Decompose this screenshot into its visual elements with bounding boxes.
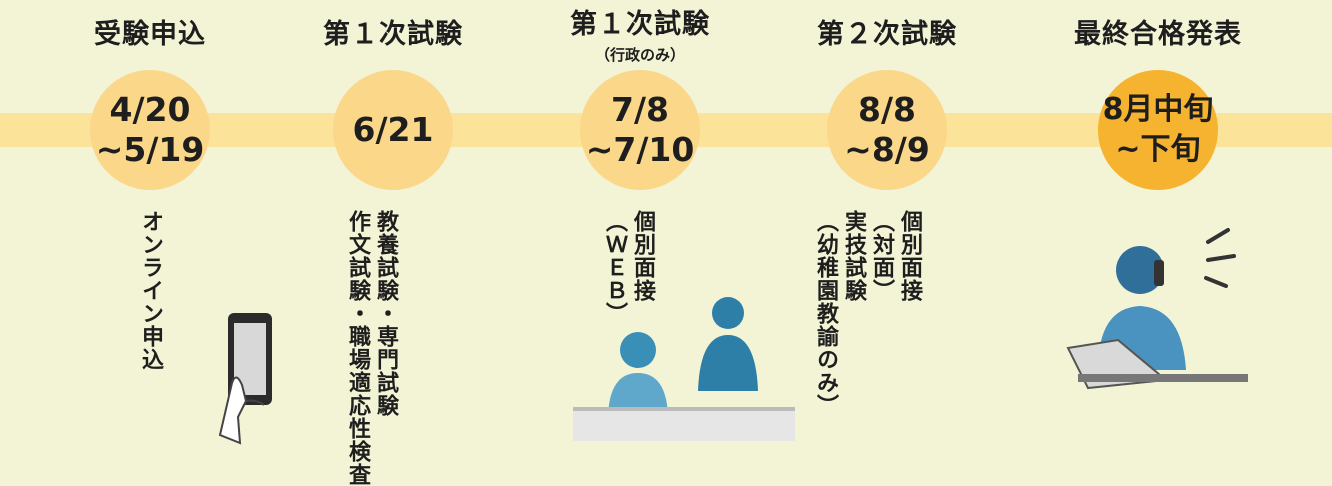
stage-first-exam-admin: 第１次試験 （行政のみ） 7/8 ~7/10 個別面接 （ＷＥＢ） — [520, 0, 795, 472]
detail-line: 個別面接 — [897, 210, 922, 302]
detail-line: 教養試験・専門試験 — [373, 210, 398, 417]
date-start: 8月中旬 — [1102, 92, 1214, 127]
date-start: 7/8 — [611, 90, 669, 129]
web-interview-icon — [573, 297, 795, 441]
stage-detail-list: 個別面接 （対面） 実技試験 （幼稚園教諭のみ） — [811, 210, 923, 417]
date-start: 4/20 — [109, 90, 191, 129]
detail-line: （対面） — [869, 210, 894, 302]
date-end: ~7/10 — [585, 130, 695, 169]
date-circle: 6/21 — [333, 70, 453, 190]
stage-title: 第２次試験 — [817, 19, 957, 50]
stage-final-result: 最終合格発表 8月中旬 ~下旬 — [1038, 0, 1278, 472]
stage-first-exam: 第１次試験 6/21 教養試験・専門試験 作文試験・職場適応性検査 — [273, 0, 513, 486]
stage-detail-list: 教養試験・専門試験 作文試験・職場適応性検査 — [343, 210, 399, 486]
date-end: ~5/19 — [95, 130, 205, 169]
date-end: ~下旬 — [1115, 132, 1201, 167]
date-circle: 8月中旬 ~下旬 — [1098, 70, 1218, 190]
stage-detail-list: 個別面接 （ＷＥＢ） — [600, 210, 656, 325]
stage-title: 受験申込 — [94, 19, 206, 50]
stage-subtitle: （行政のみ） — [594, 46, 685, 64]
date-circle: 8/8 ~8/9 — [827, 70, 947, 190]
stage-application: 受験申込 4/20 ~5/19 オンライン申込 — [30, 0, 272, 472]
detail-line: 個別面接 — [630, 210, 655, 302]
stage-title: 最終合格発表 — [1074, 19, 1242, 50]
detail-line: 実技試験 — [841, 210, 866, 302]
smartphone-icon — [218, 313, 272, 445]
date-end: ~8/9 — [844, 130, 930, 169]
stage-second-exam: 第２次試験 8/8 ~8/9 個別面接 （対面） 実技試験 （幼稚園教諭のみ） — [767, 0, 1007, 472]
date-start: 6/21 — [352, 110, 434, 149]
stage-detail: オンライン申込 — [138, 210, 163, 371]
detail-line: 作文試験・職場適応性検査 — [345, 210, 370, 486]
date-circle: 4/20 ~5/19 — [90, 70, 210, 190]
phone-call-icon — [1066, 228, 1248, 390]
stage-title: 第１次試験 — [570, 9, 710, 40]
date-start: 8/8 — [858, 90, 916, 129]
stage-title: 第１次試験 — [323, 19, 463, 50]
detail-line: （ＷＥＢ） — [602, 210, 627, 325]
date-circle: 7/8 ~7/10 — [580, 70, 700, 190]
detail-line: （幼稚園教諭のみ） — [813, 210, 838, 417]
